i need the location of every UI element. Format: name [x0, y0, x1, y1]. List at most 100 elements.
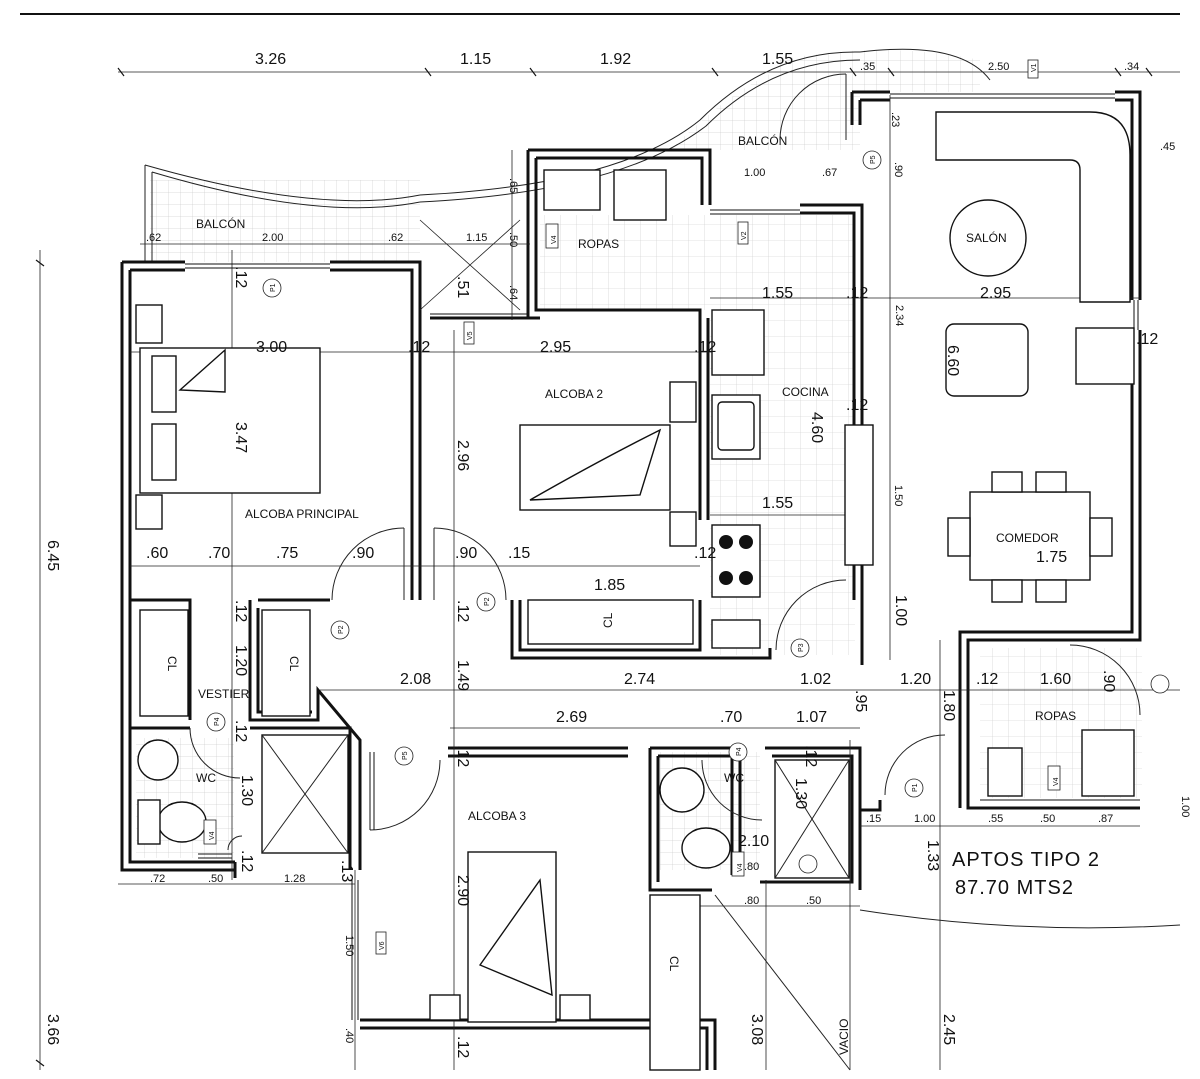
door-swings	[189, 73, 1141, 851]
dim-56: 1.30	[238, 775, 255, 806]
dim-60: 1.00	[914, 813, 935, 825]
tag-v4d: V4	[1053, 777, 1060, 786]
dim-12: .12	[846, 285, 868, 302]
dim-75: 1.50	[343, 935, 355, 956]
tag-v6: V6	[379, 941, 386, 950]
dim-31: .90	[455, 545, 477, 562]
dim-21: 3.47	[232, 422, 249, 453]
dim-24: .12	[846, 397, 868, 414]
dim-29: .75	[276, 545, 298, 562]
dim-11: 1.55	[762, 285, 793, 302]
dim-20: .12	[1136, 331, 1158, 348]
dim-64: 2.10	[738, 833, 769, 850]
dim-top-3: 1.92	[600, 51, 631, 68]
dim-69: 2.90	[454, 875, 471, 906]
label-alcoba-principal: ALCOBA PRINCIPAL	[245, 507, 359, 521]
dim-67: .50	[208, 873, 223, 885]
dim-top-6: 2.50	[988, 61, 1009, 73]
dim-35: 1.75	[1036, 549, 1067, 566]
dimension-ticks	[35, 67, 1153, 1067]
label-balcon-top: BALCÓN	[738, 133, 787, 148]
label-balcon-left: BALCÓN	[196, 216, 245, 231]
dim-23: 4.60	[808, 412, 825, 443]
tag-v4a: V4	[551, 235, 558, 244]
dim-7: .50	[507, 232, 519, 247]
windows	[185, 93, 1140, 1020]
dim-76: .40	[343, 1028, 355, 1043]
label-vacio: VACIO	[837, 1019, 851, 1055]
title-line-1: APTOS TIPO 2	[952, 849, 1100, 871]
dim-top-2: 1.15	[460, 51, 491, 68]
dim-27: .60	[146, 545, 168, 562]
label-cl-1: CL	[165, 656, 179, 672]
dim-4: .23	[889, 112, 901, 127]
room-labels: BALCÓN BALCÓN ROPAS SALÓN ALCOBA PRINCIP…	[165, 133, 1076, 1055]
tag-p2a: P2	[338, 625, 345, 634]
dim-44: 1.20	[900, 671, 931, 688]
dim-19: 6.60	[944, 345, 961, 376]
tag-p5b: P5	[870, 155, 877, 164]
label-ropas-right: ROPAS	[1035, 709, 1076, 723]
dim-68: 1.28	[284, 873, 305, 885]
dim-32: .15	[508, 545, 530, 562]
dim-9: .51	[454, 276, 471, 298]
dim-55: .12	[802, 745, 819, 767]
tag-v2: V2	[741, 231, 748, 240]
label-cl-2: CL	[287, 656, 301, 672]
dim-50: 1.07	[796, 709, 827, 726]
window-door-tags: V1 V2 V4 V5 V6 V4 V4 V4 P1 P1 P2 P2 P3 P…	[203, 59, 1170, 955]
walls	[120, 90, 1142, 1070]
dim-42: 2.74	[624, 671, 655, 688]
dim-balcon-2: 2.00	[262, 232, 283, 244]
dim-top-1: 3.26	[255, 51, 286, 68]
dim-74: 6.45	[44, 540, 61, 571]
tag-p1b: P1	[912, 783, 919, 792]
balcon-dimensions: .62 2.00 .62 1.15	[146, 232, 487, 244]
dim-18: .12	[694, 339, 716, 356]
dim-top-5: .35	[860, 61, 875, 73]
label-alcoba-3: ALCOBA 3	[468, 809, 526, 823]
dim-45: .12	[976, 671, 998, 688]
label-wc-mid: WC	[724, 771, 744, 785]
dim-47: .90	[1100, 670, 1117, 692]
dim-36: .12	[232, 600, 249, 622]
dimension-lines	[39, 71, 1180, 1070]
tag-v1: V1	[1031, 63, 1038, 72]
label-vestier: VESTIER	[198, 687, 250, 701]
dim-13: 2.95	[980, 285, 1011, 302]
dim-71: .80	[744, 895, 759, 907]
dim-46: 1.60	[1040, 671, 1071, 688]
dim-58: .12	[238, 850, 255, 872]
dim-81: 1.00	[1179, 796, 1191, 817]
dim-30: .90	[352, 545, 374, 562]
dim-65: .13	[338, 860, 355, 882]
tag-p2b: P2	[484, 597, 491, 606]
dim-73: 1.33	[924, 840, 941, 871]
dim-41: 1.49	[454, 660, 471, 691]
dim-6: .65	[507, 178, 519, 193]
dim-2: .67	[822, 167, 837, 179]
label-cl-3: CL	[601, 612, 615, 628]
dim-10: .12	[232, 266, 249, 288]
interior-dimensions: 1.00 .67 .45 .23 .90 .65 .50 .64 .51 .12…	[44, 112, 1191, 1058]
tag-p5: P5	[402, 751, 409, 760]
dim-52: 1.80	[940, 690, 957, 721]
dim-51: .95	[852, 690, 869, 712]
label-ropas-top: ROPAS	[578, 237, 619, 251]
dim-39: 1.20	[232, 645, 249, 676]
dim-28: .70	[208, 545, 230, 562]
title-block: APTOS TIPO 2 87.70 MTS2	[952, 849, 1100, 899]
dim-37: .12	[454, 600, 471, 622]
dim-43: 1.02	[800, 671, 831, 688]
label-cl-4: CL	[667, 956, 681, 972]
tag-p1a: P1	[270, 283, 277, 292]
dim-5: .90	[892, 162, 904, 177]
dim-72: .50	[806, 895, 821, 907]
dim-16: .12	[408, 339, 430, 356]
dim-59: .15	[866, 813, 881, 825]
dim-balcon-4: 1.15	[466, 232, 487, 244]
title-line-2: 87.70 MTS2	[955, 877, 1074, 899]
dim-25: 1.50	[892, 485, 904, 506]
dim-balcon-1: .62	[146, 232, 161, 244]
dim-63: .87	[1098, 813, 1113, 825]
